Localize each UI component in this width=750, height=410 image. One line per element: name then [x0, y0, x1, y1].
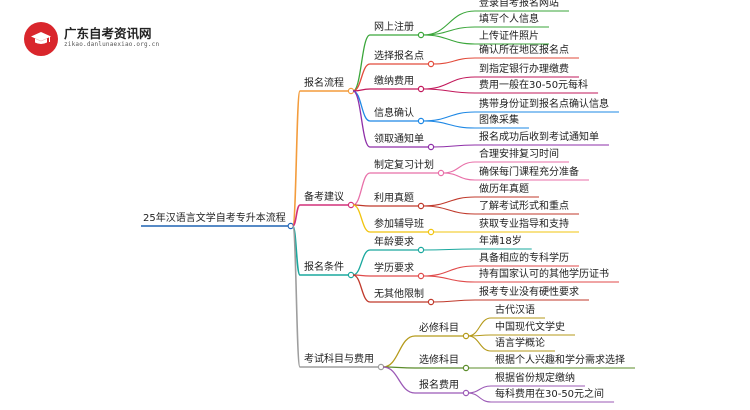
edge-sub-4-1-leaf-1 [467, 317, 492, 337]
branch-node-3[interactable]: 报名条件 [304, 262, 344, 273]
edge-sub-4-3-leaf-1 [467, 385, 492, 394]
edge-sub-4-1-leaf-3 [467, 335, 492, 352]
branch-dot-4 [377, 363, 385, 371]
leaf-node-1-4-1[interactable]: 携带身份证到报名点确认信息 [479, 99, 609, 110]
leaf-node-1-4-2[interactable]: 图像采集 [479, 115, 519, 126]
sub-node-2-3[interactable]: 参加辅导班 [374, 219, 424, 230]
sub-dot-1-5 [427, 143, 435, 151]
leaf-node-2-1-2[interactable]: 确保每门课程充分准备 [479, 167, 579, 178]
edge-sub-3-2-leaf-1 [422, 265, 476, 277]
leaf-node-2-2-1[interactable]: 做历年真题 [479, 184, 529, 195]
sub-node-3-2[interactable]: 学历要求 [374, 263, 414, 274]
edge-sub-1-4-leaf-1 [422, 111, 476, 122]
edge-root-branch-4 [291, 225, 301, 368]
sub-node-2-2[interactable]: 利用真题 [374, 193, 414, 204]
leaf-node-2-1-1[interactable]: 合理安排复习时间 [479, 149, 559, 160]
leaf-node-1-2-1[interactable]: 确认所在地区报名点 [479, 45, 569, 56]
leaf-node-4-1-1[interactable]: 古代汉语 [494, 305, 535, 316]
sub-dot-4-3 [462, 389, 470, 397]
leaf-node-4-3-2[interactable]: 每科费用在30-50元之间 [494, 389, 605, 400]
sub-dot-1-4 [417, 117, 425, 125]
edge-sub-1-1-leaf-3 [422, 34, 476, 45]
sub-node-1-1[interactable]: 网上注册 [374, 22, 414, 33]
root-node[interactable]: 25年汉语言文学自考专升本流程 [143, 213, 286, 224]
leaf-node-1-1-2[interactable]: 填写个人信息 [479, 14, 539, 25]
graduation-cap-icon [31, 32, 51, 44]
edge-branch-4-sub-3 [382, 366, 416, 394]
leaf-node-1-5-1[interactable]: 报名成功后收到考试通知单 [479, 132, 599, 143]
sub-node-3-3[interactable]: 无其他限制 [374, 289, 424, 300]
leaf-node-3-1-1[interactable]: 年满18岁 [479, 236, 522, 247]
sub-dot-2-2 [417, 202, 425, 210]
sub-dot-1-2 [427, 60, 435, 68]
sub-node-3-1[interactable]: 年龄要求 [374, 237, 414, 248]
edge-sub-2-2-leaf-1 [422, 196, 476, 207]
sub-dot-1-1 [417, 31, 425, 39]
leaf-node-1-3-2[interactable]: 费用一般在30-50元每科 [479, 80, 589, 91]
site-logo[interactable]: 广东自考资讯网 zikao.danlunaexiao.org.cn [24, 22, 194, 62]
leaf-node-1-1-3[interactable]: 上传证件照片 [479, 31, 539, 42]
sub-dot-1-3 [417, 85, 425, 93]
edge-sub-3-1-leaf-1 [422, 248, 476, 251]
edge-branch-1-sub-2 [352, 63, 371, 92]
edge-root-branch-1 [291, 90, 301, 227]
edge-sub-3-3-leaf-1 [432, 299, 476, 303]
branch-node-2[interactable]: 备考建议 [304, 192, 344, 203]
edge-sub-2-1-leaf-2 [442, 172, 476, 181]
edge-root-branch-2 [292, 204, 301, 227]
edge-branch-1-sub-1 [352, 34, 371, 92]
leaf-node-4-3-1[interactable]: 根据省份规定缴纳 [494, 373, 575, 384]
edge-branch-1-sub-5 [352, 90, 371, 148]
edge-branch-2-sub-1 [352, 172, 371, 206]
edge-sub-1-3-leaf-2 [422, 88, 476, 94]
sub-dot-4-1 [462, 332, 470, 340]
root-connector-dot [287, 222, 294, 230]
edge-branch-2-sub-3 [352, 204, 371, 233]
sub-dot-4-2 [462, 364, 470, 372]
sub-dot-3-1 [417, 246, 425, 254]
edge-sub-1-2-leaf-1 [432, 57, 476, 65]
sub-node-1-2[interactable]: 选择报名点 [374, 51, 424, 62]
branch-dot-3 [347, 271, 355, 279]
leaf-node-3-2-1[interactable]: 具备相应的专科学历 [479, 253, 569, 264]
sub-node-2-1[interactable]: 制定复习计划 [374, 160, 434, 171]
edge-sub-1-3-leaf-1 [422, 76, 476, 90]
edge-branch-3-sub-3 [352, 274, 371, 303]
edge-sub-2-2-leaf-2 [422, 205, 476, 215]
edge-sub-1-4-leaf-2 [422, 120, 476, 129]
sub-dot-2-3 [427, 228, 435, 236]
edge-sub-4-3-leaf-2 [467, 392, 492, 403]
leaf-node-3-3-1[interactable]: 报考专业没有硬性要求 [479, 287, 579, 298]
edge-branch-3-sub-1 [352, 249, 371, 276]
logo-subtitle: zikao.danlunaexiao.org.cn [64, 41, 160, 48]
edge-sub-1-5-leaf-1 [432, 144, 476, 148]
sub-node-1-3[interactable]: 缴纳费用 [374, 76, 414, 87]
edge-sub-3-2-leaf-2 [422, 275, 476, 283]
leaf-node-1-3-1[interactable]: 到指定银行办理缴费 [479, 64, 569, 75]
sub-dot-3-2 [417, 272, 425, 280]
sub-dot-3-3 [427, 298, 435, 306]
branch-node-1[interactable]: 报名流程 [304, 78, 344, 89]
edge-branch-4-sub-1 [382, 335, 416, 368]
branch-node-4[interactable]: 考试科目与费用 [304, 354, 374, 365]
sub-node-4-2[interactable]: 选修科目 [419, 355, 459, 366]
leaf-node-2-2-2[interactable]: 了解考试形式和重点 [479, 201, 569, 212]
leaf-node-2-3-1[interactable]: 获取专业指导和支持 [479, 219, 569, 230]
branch-dot-1 [347, 87, 355, 95]
leaf-node-4-1-2[interactable]: 中国现代文学史 [494, 322, 565, 333]
leaf-node-1-1-1[interactable]: 登录自考报名网站 [479, 0, 559, 9]
sub-node-1-4[interactable]: 信息确认 [374, 108, 414, 119]
leaf-node-4-1-3[interactable]: 语言学概论 [494, 338, 545, 349]
logo-badge [24, 22, 58, 56]
sub-node-1-5[interactable]: 领取通知单 [374, 134, 424, 145]
branch-dot-2 [347, 201, 355, 209]
sub-node-4-1[interactable]: 必修科目 [419, 323, 459, 334]
edge-sub-2-1-leaf-1 [442, 161, 476, 174]
leaf-node-4-2-1[interactable]: 根据个人兴趣和学分需求选择 [494, 355, 625, 366]
sub-node-4-3[interactable]: 报名费用 [419, 380, 459, 391]
logo-title: 广东自考资讯网 [64, 26, 152, 41]
leaf-node-3-2-2[interactable]: 持有国家认可的其他学历证书 [479, 269, 609, 280]
sub-dot-2-1 [437, 169, 445, 177]
